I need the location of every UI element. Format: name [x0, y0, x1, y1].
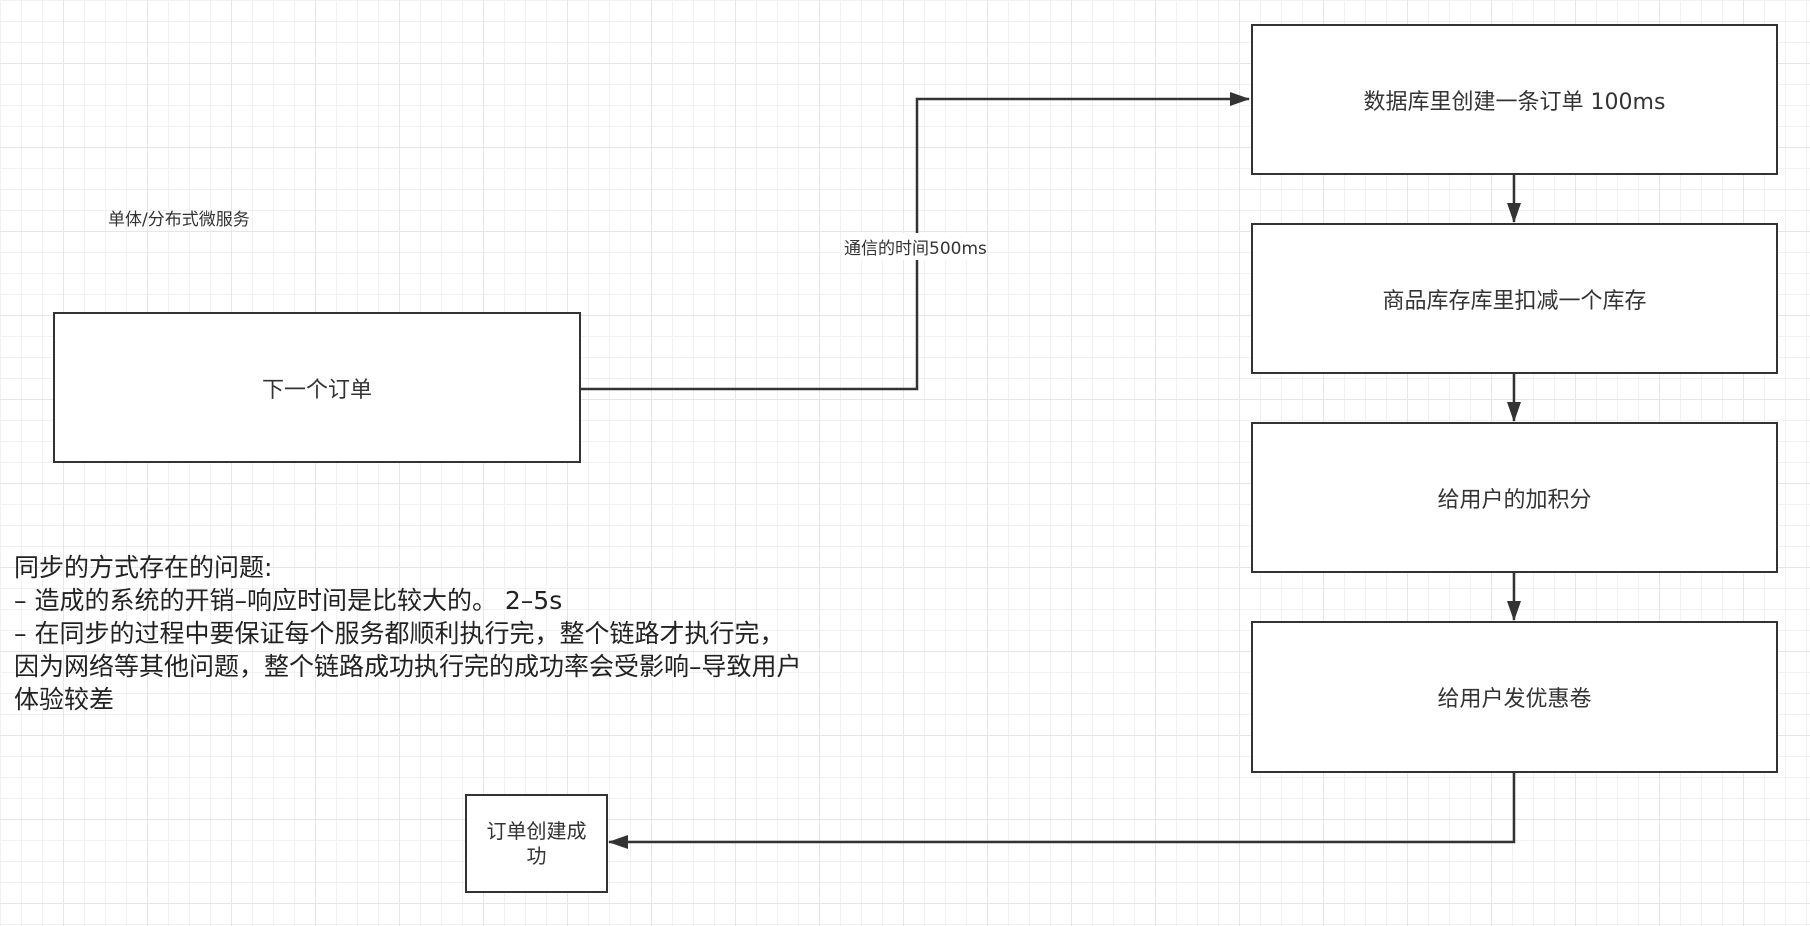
edge-step4-to-success: [608, 772, 1516, 849]
node-order-created-label-line1: 订单创建成: [486, 818, 587, 843]
notes-line: – 造成的系统的开销–响应时间是比较大的。 2–5s: [14, 586, 563, 615]
notes-heading: 同步的方式存在的问题:: [14, 553, 273, 582]
node-add-points[interactable]: 给用户的加积分: [1251, 422, 1778, 573]
node-create-order-db[interactable]: 数据库里创建一条订单 100ms: [1251, 24, 1778, 175]
notes-line: 体验较差: [14, 685, 115, 714]
notes-line: 因为网络等其他问题，整个链路成功执行完的成功率会受影响–导致用户: [14, 652, 802, 681]
edge-label-communication-time: 通信的时间500ms: [844, 233, 987, 260]
node-order-created[interactable]: 订单创建成 功: [465, 794, 608, 893]
problem-notes: 同步的方式存在的问题: – 造成的系统的开销–响应时间是比较大的。 2–5s –…: [14, 551, 802, 716]
architecture-label: 单体/分布式微服务: [108, 210, 250, 230]
node-deduct-stock-label: 商品库存库里扣减一个库存: [1382, 288, 1647, 314]
node-order-created-label-line2: 功: [526, 843, 547, 868]
node-send-coupon[interactable]: 给用户发优惠卷: [1251, 621, 1778, 773]
node-send-coupon-label: 给用户发优惠卷: [1437, 687, 1592, 712]
node-add-points-label: 给用户的加积分: [1437, 487, 1592, 513]
node-create-order-db-label: 数据库里创建一条订单 100ms: [1363, 89, 1666, 115]
node-next-order[interactable]: 下一个订单: [53, 312, 581, 463]
notes-line: – 在同步的过程中要保证每个服务都顺利执行完，整个链路才执行完，: [14, 619, 785, 648]
node-next-order-label: 下一个订单: [261, 377, 372, 403]
node-deduct-stock[interactable]: 商品库存库里扣减一个库存: [1251, 223, 1778, 374]
